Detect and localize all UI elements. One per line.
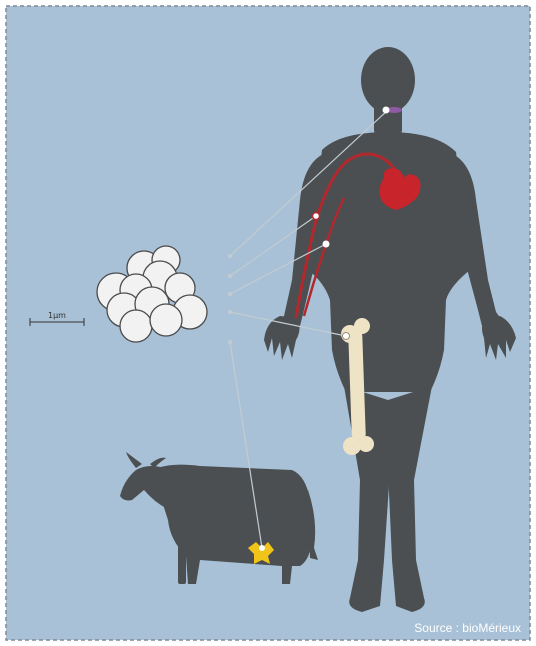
scale-bar-label: 1µm [48, 311, 66, 320]
femur-site-dot [343, 333, 350, 340]
udder-site-dot [259, 545, 265, 551]
source-credit: Source : bioMérieux [414, 621, 521, 635]
elbow-site-dot [313, 213, 320, 220]
forearm-site-dot [323, 241, 330, 248]
throat-site-dot [383, 107, 390, 114]
